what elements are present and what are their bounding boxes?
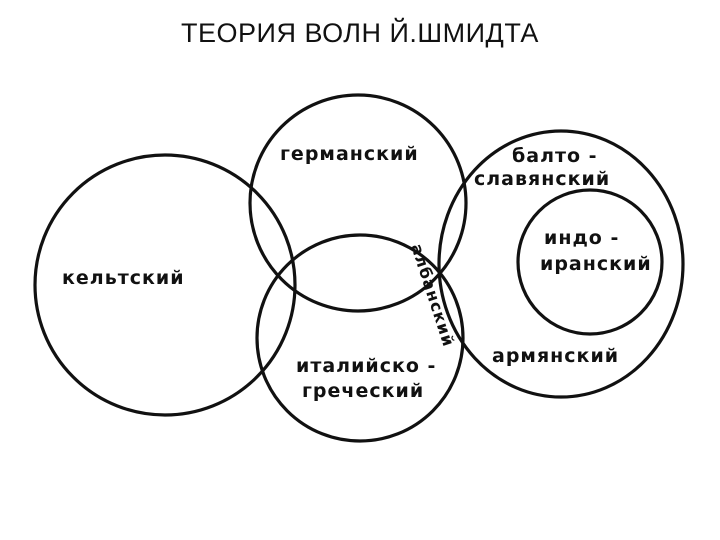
germanic-label: германский [280,143,419,165]
indo-iranian-circle [516,188,664,336]
balto-slavic-label-line2: славянский [474,168,610,190]
celtic-label: кельтский [62,267,185,289]
indo-iranian-label-line2: иранский [540,253,652,275]
balto-slavic-circle [437,129,685,399]
germanic-circle [248,93,468,313]
italo-greek-circle [255,233,465,443]
balto-slavic-label-line1: балто - [512,145,598,167]
indo-iranian-label-line1: индо - [544,227,619,249]
slide-title: ТЕОРИЯ ВОЛН Й.ШМИДТА [181,18,539,48]
celtic-circle [33,153,297,417]
armenian-label: армянский [492,345,619,367]
italo-greek-label-line2: греческий [302,380,424,402]
italo-greek-label-line1: италийско - [296,355,436,377]
